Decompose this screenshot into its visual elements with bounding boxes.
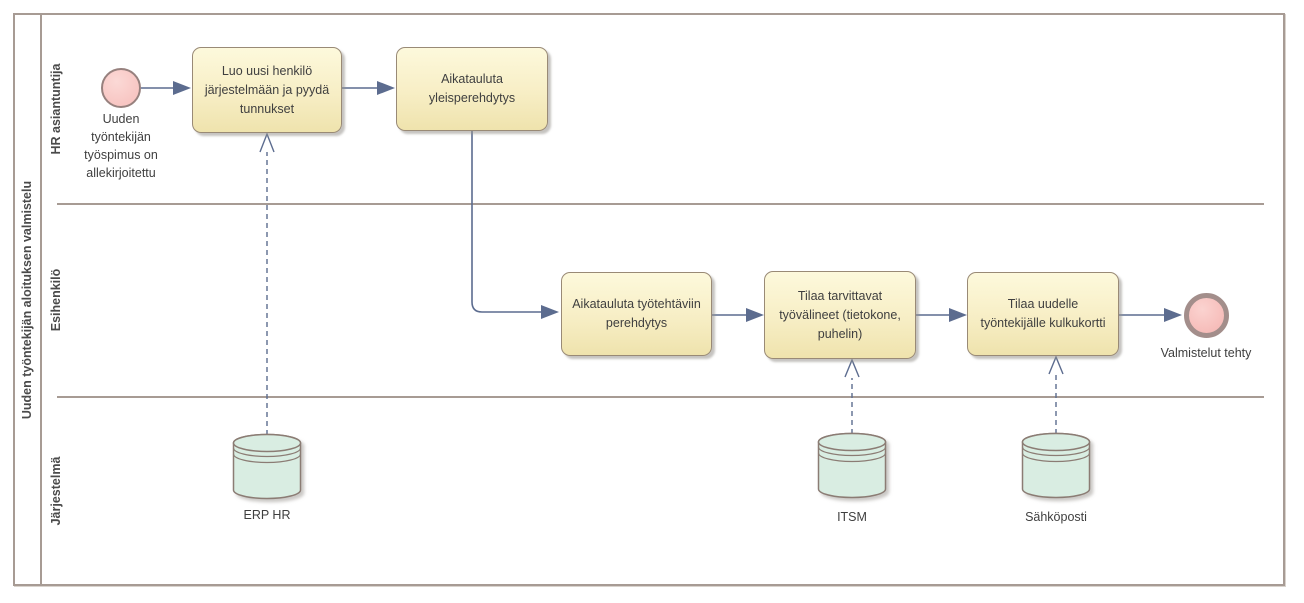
datastore-itsm[interactable] [817, 432, 887, 502]
lane-separator-1 [57, 203, 1264, 205]
task-aikatauluta-yleisperehdytys[interactable]: Aikatauluta yleisperehdytys [396, 47, 548, 131]
start-event[interactable] [101, 68, 141, 108]
datastore-erphr[interactable] [232, 433, 302, 503]
end-event-label: Valmistelut tehty [1160, 346, 1252, 360]
lane-label-jarjestelma: Järjestelmä [49, 456, 63, 526]
end-event[interactable] [1184, 293, 1229, 338]
datastore-sahkoposti-label: Sähköposti [1025, 510, 1087, 524]
datastore-sahkoposti[interactable] [1021, 432, 1091, 502]
task-aikatauluta-tyotehtaviin-perehdytys[interactable]: Aikatauluta työtehtäviin perehdytys [561, 272, 712, 356]
task-tilaa-kulkukortti[interactable]: Tilaa uudelle työntekijälle kulkukortti [967, 272, 1119, 356]
pool-title: Uuden työntekijän aloituksen valmistelu [20, 180, 34, 420]
task-label: Tilaa tarvittavat työvälineet (tietokone… [779, 288, 901, 341]
datastore-itsm-label: ITSM [837, 510, 867, 524]
pool-title-strip [15, 15, 42, 584]
task-tilaa-tyovalineet[interactable]: Tilaa tarvittavat työvälineet (tietokone… [764, 271, 916, 359]
lane-separator-2 [57, 396, 1264, 398]
start-event-label: Uuden työntekijän työspimus on allekirjo… [84, 112, 158, 180]
datastore-erphr-label: ERP HR [243, 508, 291, 522]
task-luo-uusi-henkilo[interactable]: Luo uusi henkilö järjestelmään ja pyydä … [192, 47, 342, 133]
task-label: Luo uusi henkilö järjestelmään ja pyydä … [204, 63, 330, 116]
lane-label-hr: HR asiantuntija [49, 63, 63, 155]
lane-label-esihenkilo: Esihenkilö [49, 268, 63, 332]
task-label: Aikatauluta yleisperehdytys [428, 72, 516, 105]
task-label: Aikatauluta työtehtäviin perehdytys [572, 297, 701, 330]
task-label: Tilaa uudelle työntekijälle kulkukortti [980, 297, 1106, 330]
